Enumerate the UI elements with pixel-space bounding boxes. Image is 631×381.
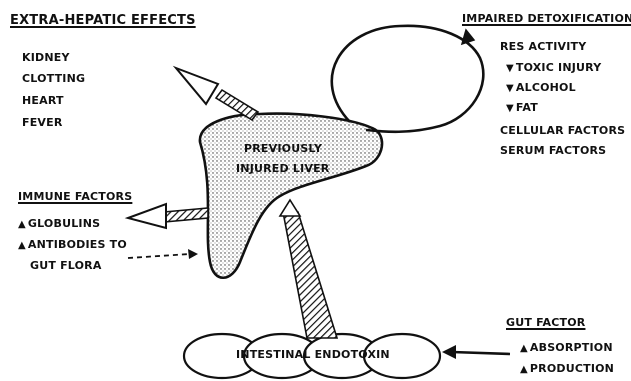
extra-hepatic-item-clotting: CLOTTING [22, 72, 85, 85]
impaired-detox-heading: IMPAIRED DETOXIFICATION [462, 12, 631, 25]
down-arrow-icon: ▼ [506, 83, 514, 94]
immune-arrowhead [128, 204, 166, 228]
extra-hepatic-arrowhead [176, 68, 218, 104]
gut-flora-dashed-line [128, 254, 190, 258]
extra-hepatic-item-heart: HEART [22, 94, 64, 107]
detox-item-alcohol: ▼ALCOHOL [506, 81, 576, 94]
extra-hepatic-item-kidney: KIDNEY [22, 51, 70, 64]
res-activity-label: RES ACTIVITY [500, 40, 586, 53]
liver-label-line2: INJURED LIVER [236, 162, 329, 175]
immune-item-gut-flora: GUT FLORA [30, 259, 102, 272]
down-arrow-icon: ▼ [506, 103, 514, 114]
immune-arrow-shaft [164, 208, 208, 222]
intestinal-endotoxin-label: INTESTINAL ENDOTOXIN [236, 348, 390, 361]
gut-flora-dashed-arrowhead [188, 249, 198, 259]
up-arrow-icon: ▲ [18, 219, 26, 230]
up-arrow-icon: ▲ [520, 364, 528, 375]
immune-item-globulins: ▲GLOBULINS [18, 217, 100, 230]
detox-loop [332, 26, 484, 132]
gut-factor-arrowhead [442, 345, 456, 359]
cellular-factors-label: CELLULAR FACTORS [500, 124, 625, 137]
detox-item-toxic-injury: ▼TOXIC INJURY [506, 61, 601, 74]
endotoxin-stem [283, 212, 337, 338]
down-arrow-icon: ▼ [506, 63, 514, 74]
gut-factor-heading: GUT FACTOR [506, 316, 585, 329]
gut-factor-line [452, 352, 510, 354]
stem-arrowhead [280, 200, 300, 216]
detox-item-fat: ▼FAT [506, 101, 538, 114]
gut-item-production: ▲PRODUCTION [520, 362, 614, 375]
extra-hepatic-heading: EXTRA-HEPATIC EFFECTS [10, 13, 196, 28]
detox-loop-arrowhead [462, 30, 474, 44]
extra-hepatic-item-fever: FEVER [22, 116, 63, 129]
liver-label-line1: PREVIOUSLY [244, 142, 322, 155]
up-arrow-icon: ▲ [520, 343, 528, 354]
serum-factors-label: SERUM FACTORS [500, 144, 606, 157]
up-arrow-icon: ▲ [18, 240, 26, 251]
immune-factors-heading: IMMUNE FACTORS [18, 190, 132, 203]
immune-item-antibodies: ▲ANTIBODIES TO [18, 238, 127, 251]
gut-item-absorption: ▲ABSORPTION [520, 341, 613, 354]
